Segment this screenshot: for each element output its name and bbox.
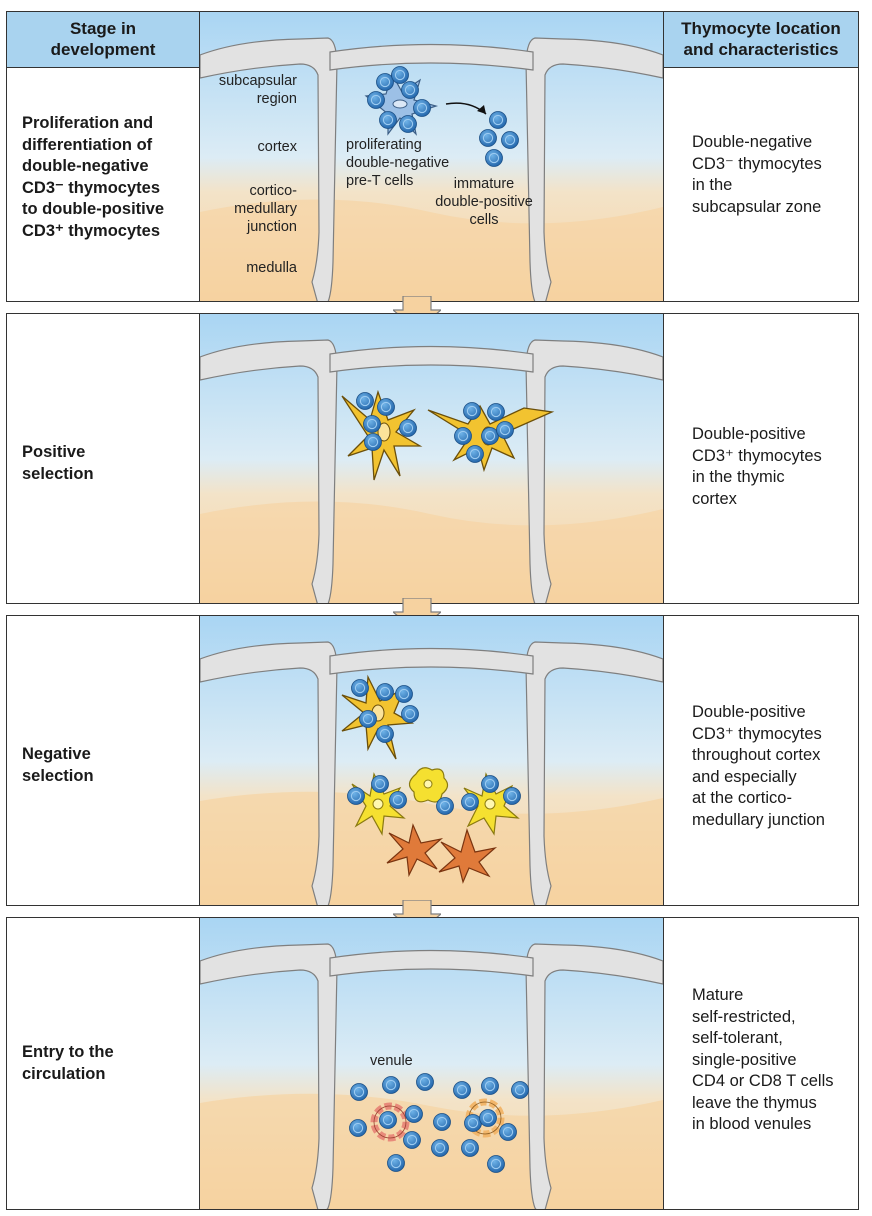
stage-2-illustration <box>200 314 663 603</box>
stage-2-title: Positive selection <box>22 443 94 483</box>
stage-4-diagram: venule <box>200 918 663 1209</box>
dendritic-cell <box>438 828 498 884</box>
stage-1-description: Double-negative CD3⁻ thymocytes in the s… <box>692 133 822 216</box>
stage-4-illustration <box>200 918 663 1209</box>
label-corticomedullary-junction: cortico- medullary junction <box>234 183 297 235</box>
stage-2-diagram <box>200 314 663 603</box>
venule-left <box>370 1102 410 1142</box>
stage-1-left-cell: Stage in development Proliferation and d… <box>7 12 200 301</box>
stage-2-right-cell: Double-positive CD3⁺ thymocytes in the t… <box>663 314 858 603</box>
stage-2-description: Double-positive CD3⁺ thymocytes in the t… <box>692 425 822 508</box>
stage-4-title: Entry to the circulation <box>22 1043 114 1083</box>
macrophage <box>463 772 520 836</box>
dendritic-cell <box>386 823 444 878</box>
stage-3-diagram <box>200 616 663 905</box>
stage-2-left-cell: Positive selection <box>7 314 200 603</box>
label-immature-double-positive: immature double-positive cells <box>435 176 533 228</box>
stage-1-diagram: subcapsular region cortex cortico- medul… <box>200 12 663 301</box>
macrophage <box>351 772 406 836</box>
stage-3-title: Negative selection <box>22 745 94 785</box>
stage-4-panel: Entry to the circulation venule Mature s… <box>6 917 859 1210</box>
stage-4-left-cell: Entry to the circulation <box>7 918 200 1209</box>
stage-4-description: Mature self-restricted, self-tolerant, s… <box>692 986 834 1133</box>
label-venule: venule <box>370 1053 413 1069</box>
stage-1-panel: Stage in development Proliferation and d… <box>6 11 859 302</box>
stage-1-title: Proliferation and differentiation of dou… <box>22 114 165 240</box>
label-subcapsular-region: subcapsular region <box>218 73 297 107</box>
stage-3-description: Double-positive CD3⁺ thymocytes througho… <box>692 703 825 829</box>
stage-3-left-cell: Negative selection <box>7 616 200 905</box>
stage-3-illustration <box>200 616 663 905</box>
stage-1-right-cell: Thymocyte location and characteristics D… <box>663 12 858 301</box>
stage-3-panel: Negative selection <box>6 615 859 906</box>
stage-3-right-cell: Double-positive CD3⁺ thymocytes througho… <box>663 616 858 905</box>
left-column-header: Stage in development <box>7 12 199 68</box>
label-cortex: cortex <box>257 139 298 155</box>
label-medulla: medulla <box>246 260 297 276</box>
stage-1-illustration <box>200 12 663 301</box>
stage-4-right-cell: Mature self-restricted, self-tolerant, s… <box>663 918 858 1209</box>
right-column-header: Thymocyte location and characteristics <box>664 12 858 68</box>
apoptotic-thymocyte <box>408 767 449 803</box>
stage-2-panel: Positive selection Double-positive CD3⁺ … <box>6 313 859 604</box>
label-proliferating-pre-t-cells: proliferating double-negative pre-T cell… <box>346 137 450 189</box>
